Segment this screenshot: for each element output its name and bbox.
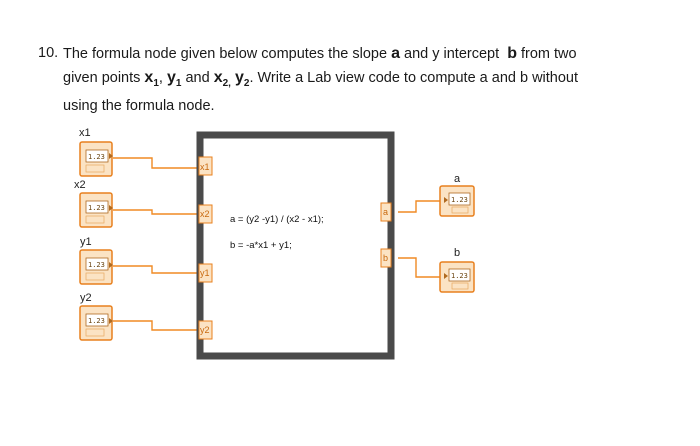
control-y2[interactable]: y2 1.23 — [79, 292, 113, 341]
wire-x2 — [113, 209, 200, 215]
var-a: a — [391, 45, 400, 62]
control-x1[interactable]: x1 1.23 — [79, 127, 113, 177]
question-line-1: The formula node given below computes th… — [63, 42, 678, 66]
question-text: 10. The formula node given below compute… — [38, 42, 678, 118]
svg-text:x1: x1 — [200, 162, 210, 172]
text-segment: given points — [63, 70, 141, 86]
svg-text:1.23: 1.23 — [88, 204, 105, 212]
var-y1: y1 — [166, 69, 182, 90]
input-terminal-x2[interactable]: x2 — [198, 204, 213, 224]
text-segment: and y intercept — [404, 46, 500, 62]
wire-a — [398, 200, 443, 213]
control-label-x1: x1 — [79, 127, 91, 139]
indicator-a[interactable]: a 1.23 — [439, 173, 475, 217]
text-segment: The formula node given below computes th… — [63, 46, 388, 62]
var-x2: x2, — [213, 69, 231, 90]
question-number: 10. — [38, 45, 59, 61]
control-label-y1: y1 — [80, 236, 92, 248]
formula-node-frame[interactable] — [196, 131, 395, 360]
control-label-y2: y2 — [80, 292, 92, 304]
svg-text:x2: x2 — [200, 209, 210, 219]
formula-line-2: b = -a*x1 + y1; — [230, 240, 292, 251]
svg-text:y2: y2 — [200, 325, 210, 335]
output-terminal-b[interactable]: b — [380, 248, 392, 268]
indicator-b[interactable]: b 1.23 — [439, 247, 475, 293]
output-terminal-a[interactable]: a — [380, 202, 392, 222]
indicator-label-b: b — [454, 247, 460, 259]
var-b: b — [507, 45, 517, 62]
svg-text:1.23: 1.23 — [88, 153, 105, 161]
formula-line-1: a = (y2 -y1) / (x2 - x1); — [230, 214, 324, 225]
control-x2[interactable]: x2 1.23 — [74, 179, 113, 228]
svg-text:b: b — [383, 253, 388, 263]
wire-b — [398, 257, 443, 278]
question-body: The formula node given below computes th… — [63, 42, 678, 118]
question-line-3: using the formula node. — [63, 98, 215, 115]
svg-text:1.23: 1.23 — [451, 272, 468, 280]
input-terminal-y1[interactable]: y1 — [198, 263, 213, 283]
text-segment: . Write a Lab view code to compute a and… — [249, 70, 579, 86]
svg-text:1.23: 1.23 — [88, 317, 105, 325]
wire-x1 — [113, 157, 200, 169]
text-segment: and — [185, 70, 210, 86]
svg-text:1.23: 1.23 — [451, 196, 468, 204]
control-label-x2: x2 — [74, 179, 86, 191]
wires — [113, 157, 443, 331]
question-line-2: given points x1, y1 and x2, y2. Write a … — [63, 69, 579, 90]
text-segment: from two — [521, 46, 577, 62]
var-y2: y2 — [234, 69, 250, 90]
indicator-label-a: a — [454, 173, 461, 185]
wire-y2 — [113, 320, 200, 331]
svg-text:a: a — [383, 207, 388, 217]
var-x1: x1 — [144, 69, 159, 90]
input-terminal-y2[interactable]: y2 — [198, 320, 213, 340]
control-y1[interactable]: y1 1.23 — [79, 236, 113, 285]
input-terminal-x1[interactable]: x1 — [198, 156, 213, 176]
svg-text:y1: y1 — [200, 268, 210, 278]
svg-text:1.23: 1.23 — [88, 261, 105, 269]
wire-y1 — [113, 265, 200, 274]
